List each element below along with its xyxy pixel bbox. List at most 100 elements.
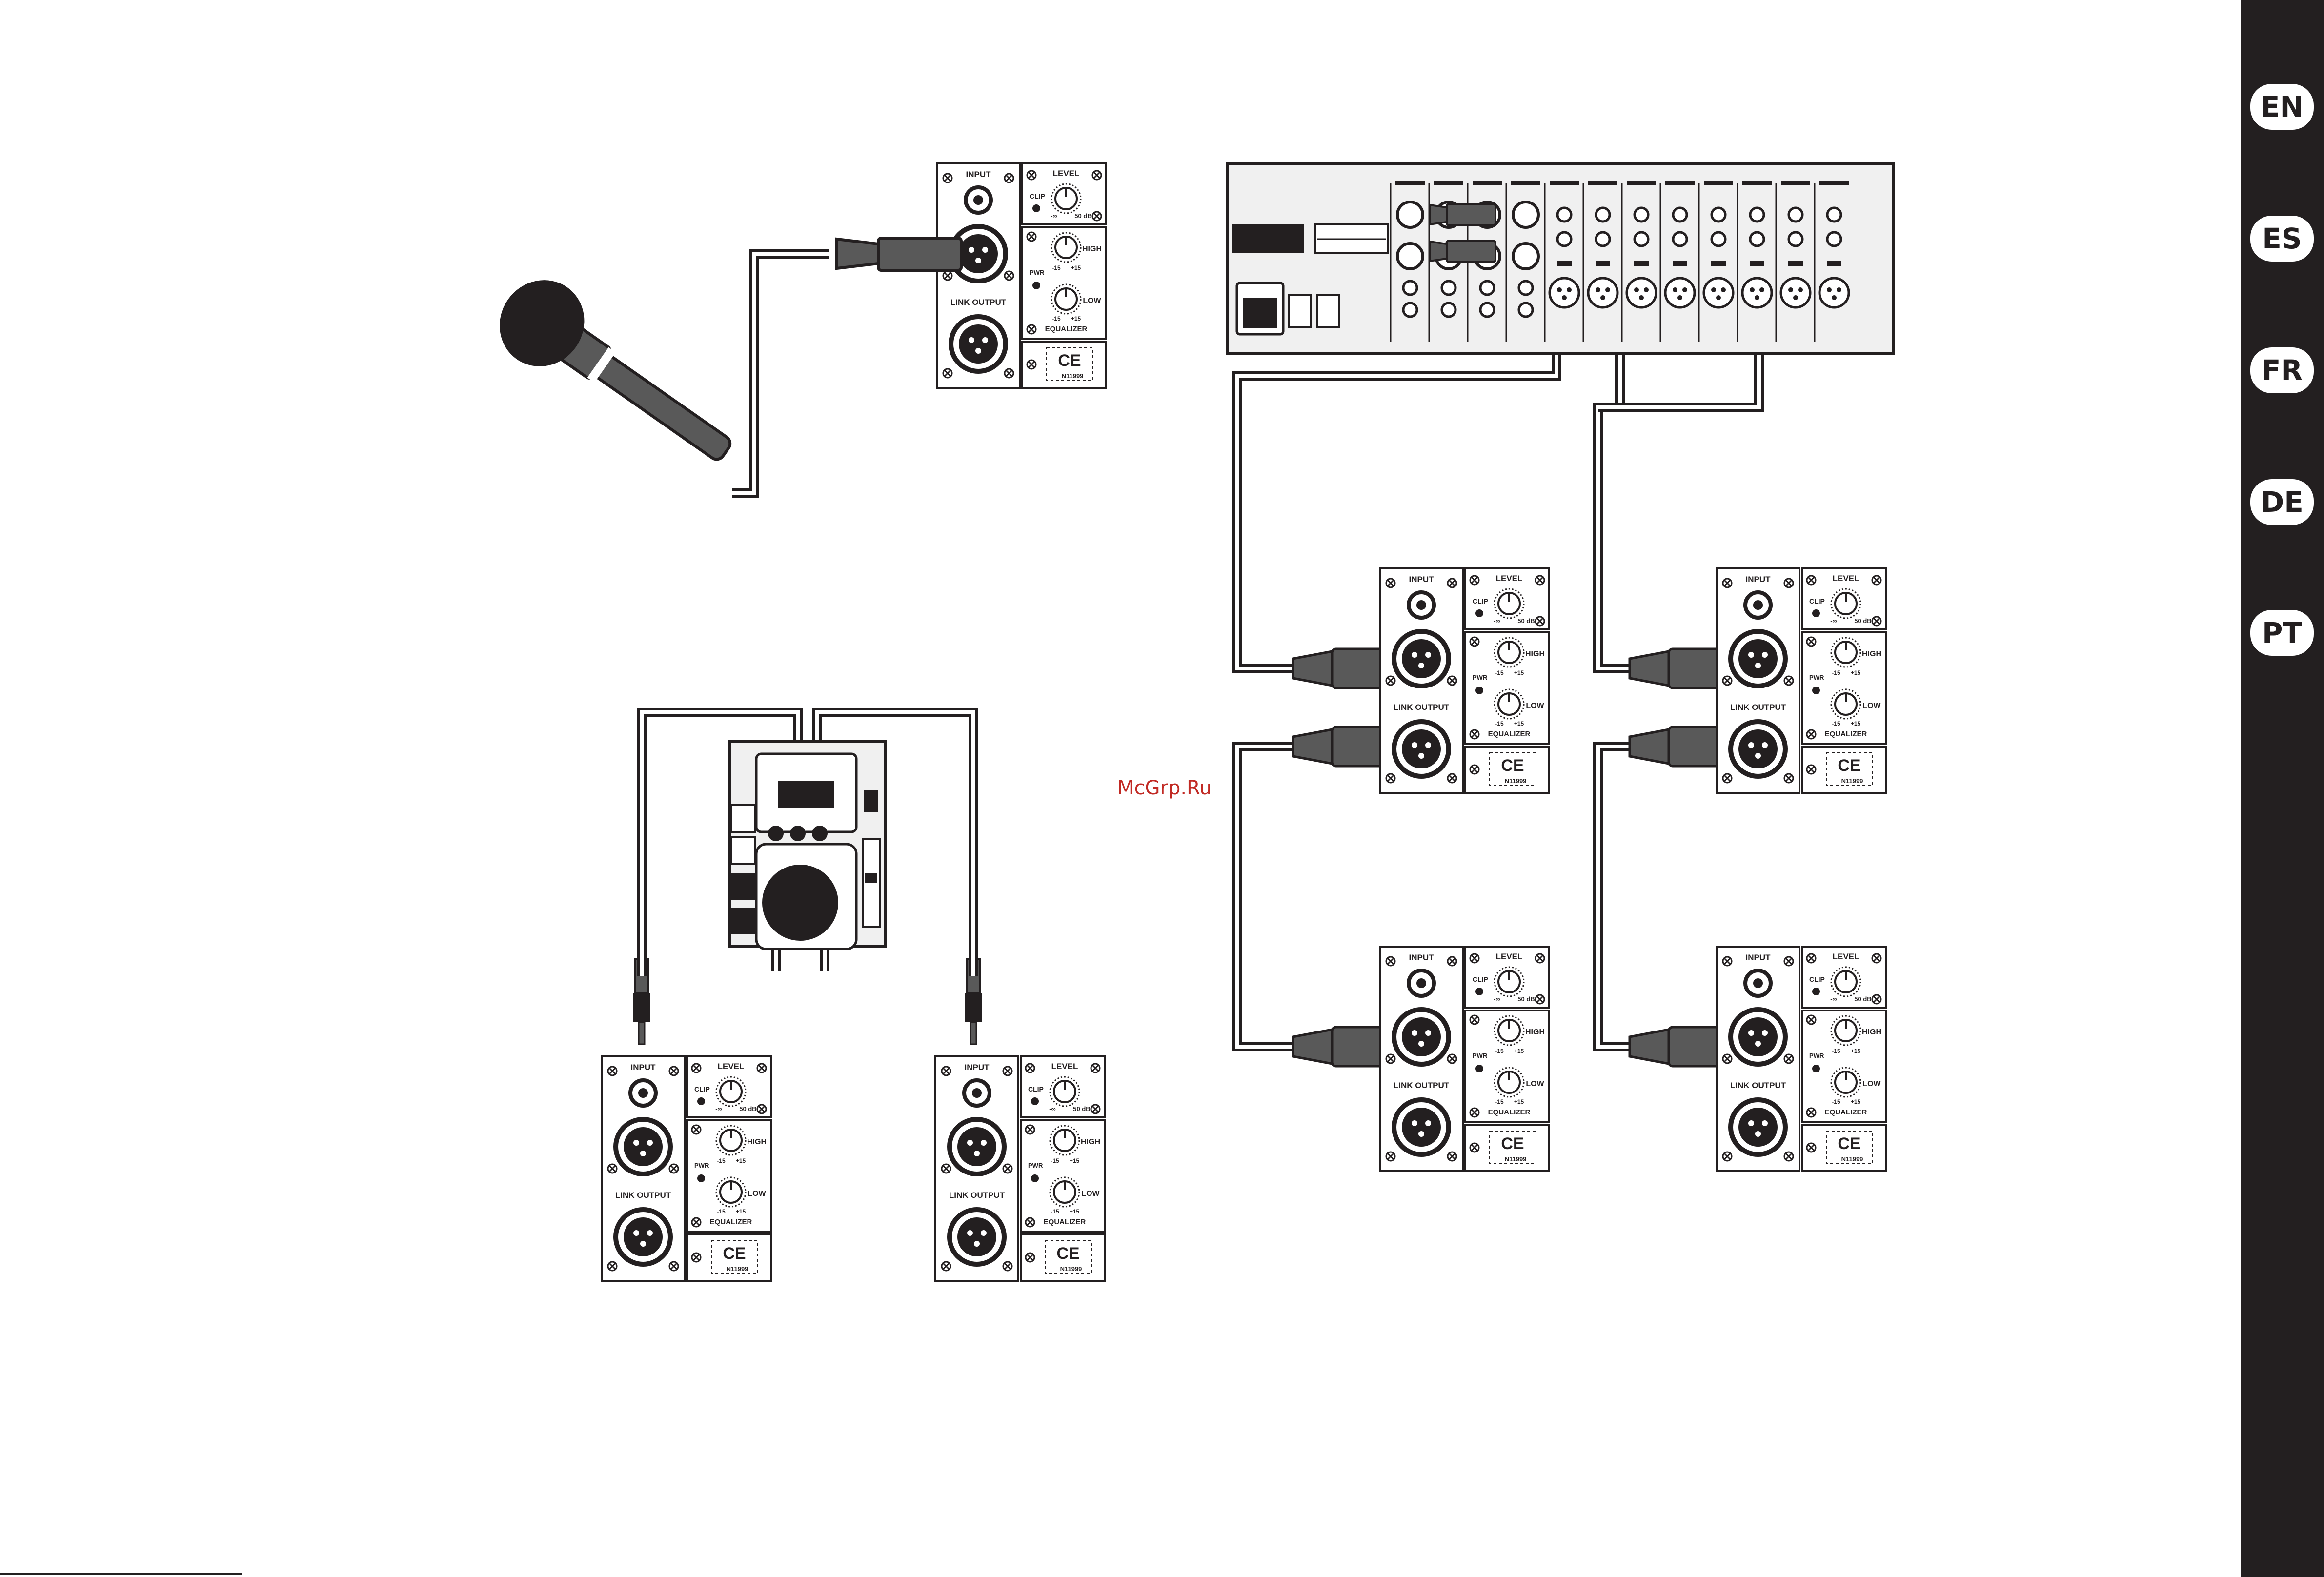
input-jack[interactable] <box>964 185 993 215</box>
language-tab-fr[interactable]: FR <box>2250 347 2314 393</box>
mixer-xlr-jack[interactable] <box>1702 277 1735 309</box>
mixer-jack[interactable] <box>1512 201 1540 229</box>
mixer-jack[interactable] <box>1633 206 1650 223</box>
low-max-label: +15 <box>1071 315 1081 322</box>
level-knob[interactable] <box>1049 1076 1080 1107</box>
level-knob[interactable] <box>1830 966 1861 997</box>
link-output-xlr-jack[interactable] <box>613 1207 673 1267</box>
mixer-jack[interactable] <box>1440 302 1457 318</box>
low-max-label: +15 <box>1070 1208 1080 1215</box>
mixer-jack[interactable] <box>1787 206 1804 223</box>
mixer-xlr-jack[interactable] <box>1818 277 1850 309</box>
mixer-jack[interactable] <box>1595 231 1611 247</box>
link-output-xlr-jack[interactable] <box>1392 1097 1451 1157</box>
language-tab-de[interactable]: DE <box>2250 479 2314 525</box>
low-knob[interactable] <box>715 1176 747 1208</box>
high-knob[interactable] <box>1051 232 1082 263</box>
level-knob[interactable] <box>1051 183 1082 214</box>
mixer-jack[interactable] <box>1787 231 1804 247</box>
mixer-jack[interactable] <box>1710 206 1727 223</box>
link-output-xlr-jack[interactable] <box>949 314 1008 374</box>
mixer-jack[interactable] <box>1396 242 1424 270</box>
mixer-jack[interactable] <box>1512 242 1540 270</box>
input-xlr-jack[interactable] <box>947 1117 1007 1176</box>
mixer-xlr-jack[interactable] <box>1548 277 1580 309</box>
mixer-jack[interactable] <box>1440 280 1457 296</box>
mixer-jack[interactable] <box>1672 206 1688 223</box>
pwr-label: PWR <box>1473 1052 1488 1059</box>
pwr-label: PWR <box>1030 269 1045 276</box>
mixer-jack[interactable] <box>1710 231 1727 247</box>
input-jack[interactable] <box>962 1078 991 1108</box>
level-knob[interactable] <box>1830 588 1861 619</box>
high-knob[interactable] <box>1830 1015 1861 1046</box>
certification-label: N11999 <box>1505 1155 1527 1163</box>
mixer-jack[interactable] <box>1479 302 1495 318</box>
mixer-jack[interactable] <box>1396 201 1424 229</box>
link-output-xlr-jack[interactable] <box>1728 719 1788 779</box>
screw-icon <box>1447 675 1457 686</box>
mixer-jack[interactable] <box>1517 302 1534 318</box>
mixer-jack[interactable] <box>1672 231 1688 247</box>
mixer-jack[interactable] <box>1556 206 1573 223</box>
level-label: LEVEL <box>1833 952 1859 961</box>
mixer-jack[interactable] <box>1826 206 1842 223</box>
mixer-jack[interactable] <box>1402 280 1418 296</box>
input-jack[interactable] <box>1407 969 1436 998</box>
input-xlr-jack[interactable] <box>1728 1007 1788 1067</box>
high-knob[interactable] <box>715 1125 747 1156</box>
screw-icon <box>1469 575 1480 586</box>
high-label: HIGH <box>1862 1028 1881 1036</box>
mixer-xlr-jack[interactable] <box>1779 277 1812 309</box>
mixer-xlr-jack[interactable] <box>1741 277 1773 309</box>
level-knob[interactable] <box>715 1076 747 1107</box>
input-jack[interactable] <box>1743 969 1773 998</box>
input-xlr-jack[interactable] <box>1392 629 1451 688</box>
language-tab-es[interactable]: ES <box>2250 216 2314 262</box>
low-knob[interactable] <box>1830 688 1861 720</box>
screw-icon <box>1447 578 1457 588</box>
link-output-xlr-jack[interactable] <box>1392 719 1451 779</box>
mixer-jack[interactable] <box>1749 206 1765 223</box>
input-jack[interactable] <box>1407 590 1436 620</box>
input-jack[interactable] <box>1743 590 1773 620</box>
mixer-jack[interactable] <box>1595 206 1611 223</box>
input-xlr-jack[interactable] <box>949 224 1008 283</box>
mixer-jack[interactable] <box>1402 302 1418 318</box>
low-knob[interactable] <box>1049 1176 1080 1208</box>
mixer-jack[interactable] <box>1556 231 1573 247</box>
high-knob[interactable] <box>1049 1125 1080 1156</box>
screw-icon <box>942 368 953 379</box>
low-knob[interactable] <box>1051 283 1082 315</box>
high-knob[interactable] <box>1494 1015 1525 1046</box>
mixer-jack[interactable] <box>1517 280 1534 296</box>
screw-icon <box>1385 578 1396 588</box>
language-tab-pt[interactable]: PT <box>2250 610 2314 656</box>
link-output-label: LINK OUTPUT <box>1394 703 1450 712</box>
mixer-jack[interactable] <box>1633 231 1650 247</box>
mixer-xlr-jack[interactable] <box>1625 277 1657 309</box>
mixer-jack[interactable] <box>1479 280 1495 296</box>
low-knob[interactable] <box>1494 1067 1525 1098</box>
high-knob[interactable] <box>1494 637 1525 668</box>
low-knob[interactable] <box>1494 688 1525 720</box>
mixer-jack[interactable] <box>1749 231 1765 247</box>
link-output-xlr-jack[interactable] <box>947 1207 1007 1267</box>
input-xlr-jack[interactable] <box>1728 629 1788 688</box>
input-xlr-jack[interactable] <box>1392 1007 1451 1067</box>
clip-label: CLIP <box>1809 597 1825 605</box>
link-output-xlr-jack[interactable] <box>1728 1097 1788 1157</box>
level-knob[interactable] <box>1494 966 1525 997</box>
low-knob[interactable] <box>1830 1067 1861 1098</box>
input-xlr-jack[interactable] <box>613 1117 673 1176</box>
input-jack[interactable] <box>628 1078 658 1108</box>
high-knob[interactable] <box>1830 637 1861 668</box>
screw-icon <box>1871 994 1882 1005</box>
level-label: LEVEL <box>1833 574 1859 583</box>
mixer-xlr-jack[interactable] <box>1587 277 1619 309</box>
mixer-jack[interactable] <box>1826 231 1842 247</box>
mixer-xlr-jack[interactable] <box>1664 277 1696 309</box>
language-tab-en[interactable]: EN <box>2250 84 2314 130</box>
level-knob[interactable] <box>1494 588 1525 619</box>
